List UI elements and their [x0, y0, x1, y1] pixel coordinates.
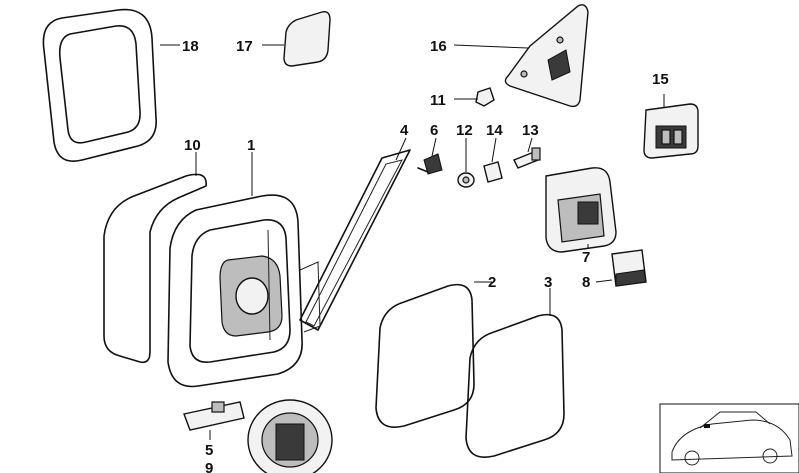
part-14-spacer [483, 161, 503, 183]
part-1-mirror-housing [167, 194, 321, 388]
part-2-mirror-glass [375, 283, 475, 428]
callout-12: 12 [456, 122, 473, 139]
callout-10: 10 [184, 137, 201, 154]
part-6-screw [417, 153, 443, 175]
leader-lines [160, 44, 665, 440]
callout-2: 2 [488, 274, 496, 291]
callout-11: 11 [430, 92, 446, 109]
part-12-nut [457, 172, 475, 188]
part-11-clip [475, 87, 495, 107]
part-10-cover-cap [103, 173, 207, 364]
callout-16: 16 [430, 38, 447, 55]
part-9-motor [247, 399, 333, 473]
callout-1: 1 [247, 137, 255, 154]
part-18-mirror-cover [42, 8, 157, 162]
part-17-glass-piece [283, 10, 331, 67]
callout-labels: 18 17 16 15 11 4 6 12 14 13 10 1 7 8 2 3… [182, 38, 669, 473]
callout-3: 3 [544, 274, 552, 291]
part-7-control-unit [545, 167, 617, 253]
callout-14: 14 [486, 122, 503, 139]
callout-18: 18 [182, 38, 199, 55]
car-thumbnail [659, 403, 799, 473]
part-3-mirror-glass [465, 313, 565, 458]
callout-6: 6 [430, 122, 438, 139]
part-5-bracket [183, 401, 245, 431]
callout-5: 5 [205, 442, 213, 459]
callout-4: 4 [400, 122, 409, 139]
callout-7: 7 [582, 249, 590, 266]
callout-13: 13 [522, 122, 539, 139]
callout-17: 17 [236, 38, 253, 55]
callout-8: 8 [582, 274, 590, 291]
part-4-seal-strip [299, 149, 411, 331]
part-15-switch [643, 103, 699, 159]
part-8-glass-square [611, 249, 647, 287]
callout-9: 9 [205, 460, 213, 473]
part-16-triangle-trim [504, 4, 589, 108]
callout-15: 15 [652, 71, 669, 88]
part-13-bolt [513, 147, 541, 169]
